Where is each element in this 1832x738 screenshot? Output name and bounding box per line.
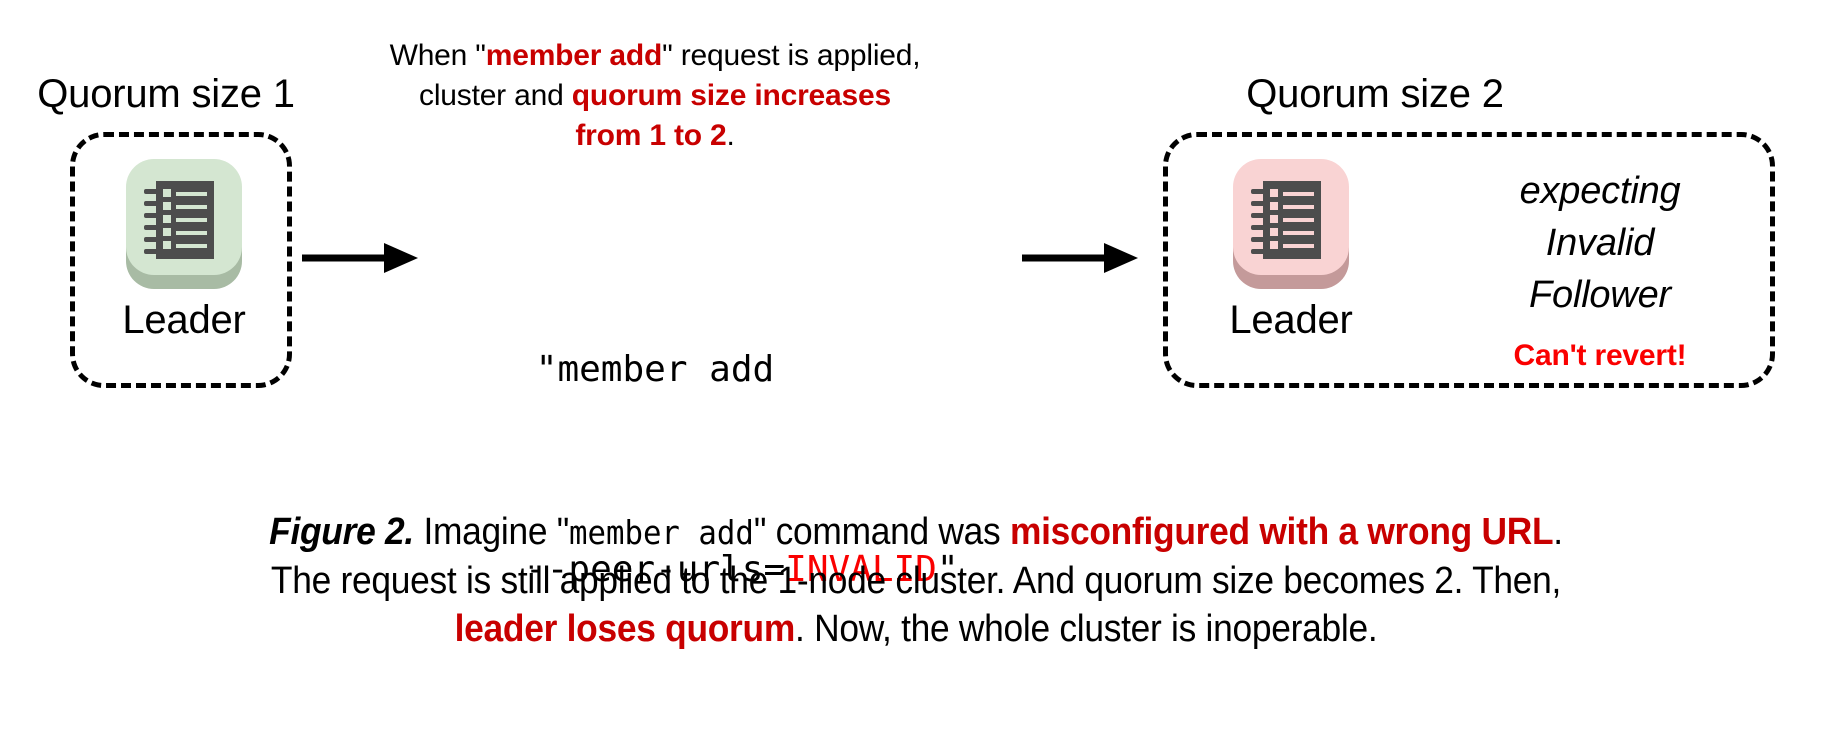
fc1-c: misconfigured with a wrong URL bbox=[1009, 511, 1554, 553]
command-close-quote: " bbox=[936, 549, 959, 590]
fc2-a: The request is still applied to the 1-no… bbox=[270, 560, 1562, 602]
arrow-right-icon-left bbox=[300, 236, 420, 285]
right-status-text: expecting Invalid Follower bbox=[1450, 165, 1750, 321]
figure-caption-line-1: Figure 2. Imagine "member add" command w… bbox=[126, 508, 1707, 557]
tc1-a: When " bbox=[389, 39, 486, 72]
fc1-b: " command was bbox=[753, 511, 1010, 553]
fc3-b: . Now, the whole cluster is inoperable. bbox=[794, 608, 1378, 650]
right-cluster-box: Leader expecting Invalid Follower Can't … bbox=[1163, 132, 1775, 388]
command-invalid-value: INVALID bbox=[785, 549, 937, 590]
top-caption-line-3: from 1 to 2. bbox=[355, 116, 955, 156]
tc3-b: . bbox=[726, 119, 735, 152]
command-text: "member add --peer-urls=INVALID" bbox=[395, 245, 959, 738]
left-leader-label: Leader bbox=[122, 298, 246, 342]
command-line-1: "member add bbox=[535, 349, 775, 390]
top-caption: When "member add" request is applied, cl… bbox=[355, 36, 955, 156]
cant-revert-warning: Can't revert! bbox=[1513, 339, 1687, 372]
left-leader-node: Leader bbox=[117, 159, 251, 343]
tc1-b: member add bbox=[485, 39, 663, 72]
right-leader-label: Leader bbox=[1229, 298, 1353, 342]
top-caption-line-1: When "member add" request is applied, bbox=[355, 36, 955, 76]
arrow-right-icon-right bbox=[1020, 236, 1140, 285]
figure-caption-line-2: The request is still applied to the 1-no… bbox=[126, 557, 1707, 605]
fc1-mono: member add bbox=[569, 513, 754, 552]
left-cluster-title: Quorum size 1 bbox=[37, 72, 295, 116]
status-line-1: expecting bbox=[1519, 170, 1681, 212]
left-cluster-box: Leader bbox=[70, 132, 292, 388]
figure-label: Figure 2. bbox=[269, 511, 414, 553]
fc1-a: Imagine " bbox=[413, 511, 570, 553]
tc2-b: quorum size increases bbox=[571, 79, 891, 112]
command-line-2: --peer-urls=INVALID" bbox=[395, 495, 959, 645]
tc2-a: cluster and bbox=[419, 79, 572, 112]
status-line-3: Follower bbox=[1529, 274, 1671, 316]
tc1-c: " request is applied, bbox=[662, 39, 921, 72]
fc1-d: . bbox=[1553, 511, 1563, 553]
right-cluster-title: Quorum size 2 bbox=[1246, 72, 1504, 116]
right-leader-node: Leader bbox=[1224, 159, 1358, 343]
tc3-a: from 1 to 2 bbox=[575, 119, 727, 152]
figure-caption-line-3: leader loses quorum. Now, the whole clus… bbox=[126, 605, 1707, 653]
ledger-notebook-icon bbox=[122, 159, 246, 289]
figure-caption: Figure 2. Imagine "member add" command w… bbox=[126, 508, 1707, 653]
ledger-notebook-icon bbox=[1229, 159, 1353, 289]
status-line-2: Invalid bbox=[1545, 222, 1655, 264]
command-flag: --peer-urls= bbox=[525, 549, 786, 590]
fc3-a: leader loses quorum bbox=[454, 608, 796, 650]
top-caption-line-2: cluster and quorum size increases bbox=[355, 76, 955, 116]
